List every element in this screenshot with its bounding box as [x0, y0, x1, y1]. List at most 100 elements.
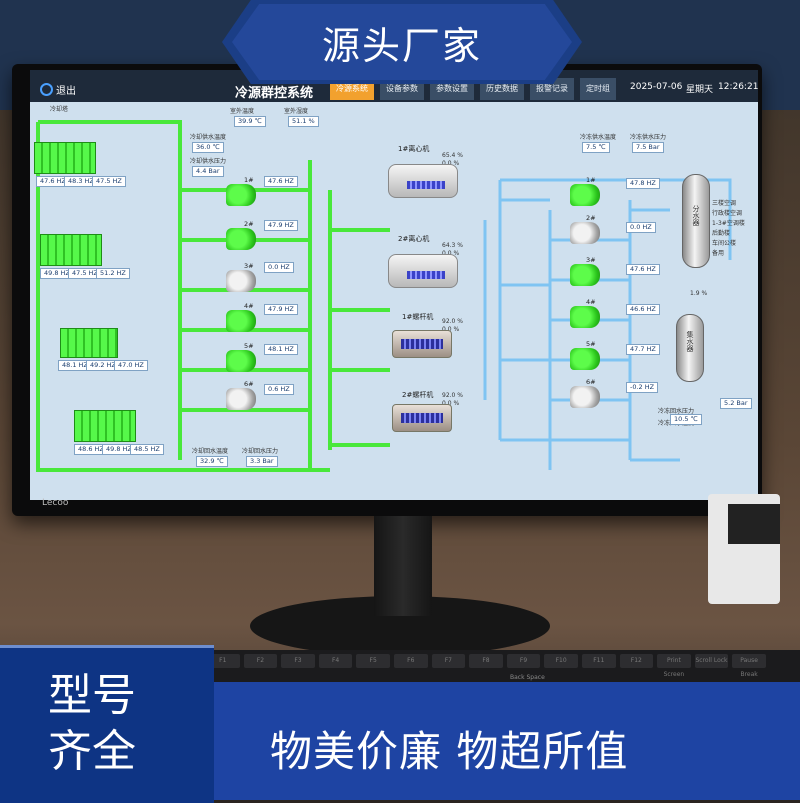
chw-pump-6-freq: -0.2 HZ	[626, 382, 659, 393]
chw-pump-4-name: 4#	[586, 298, 596, 306]
cw-supply-temp-value: 36.0 ℃	[192, 142, 224, 153]
chiller-2-sub: 0.0 %	[442, 250, 459, 257]
key-f8: F8	[469, 654, 503, 668]
chw-pump-1-name: 1#	[586, 176, 596, 184]
branch-label: 三楼空调	[712, 200, 737, 207]
cw-supply-temp-label: 冷却供水温度	[190, 134, 227, 141]
cw-pump-1-name: 1#	[244, 176, 254, 184]
cw-pump-4[interactable]	[226, 310, 256, 332]
key-f11: F11	[581, 654, 616, 668]
chw-supply-temp-label: 冷冻供水温度	[580, 134, 617, 141]
chiller-3-sub: 0.0 %	[442, 326, 460, 333]
chiller-1-name: 1#离心机	[398, 145, 430, 153]
chw-pump-2-name: 2#	[586, 214, 596, 222]
weekday: 星期天	[686, 85, 714, 95]
power-icon	[40, 83, 53, 96]
centrifugal-chiller-1[interactable]	[388, 164, 458, 198]
chw-pump-5-name: 5#	[586, 340, 596, 348]
branch-label: 1-3#空调楼	[712, 220, 745, 227]
chiller-4-load: 92.0 %	[442, 392, 463, 399]
cw-pump-2[interactable]	[226, 228, 256, 250]
cw-return-pressure-label: 冷却回水压力	[242, 448, 279, 455]
cw-pump-2-freq: 47.9 HZ	[264, 220, 298, 231]
bypass-value: 1.9 %	[690, 290, 708, 297]
cw-supply-pressure-label: 冷却供水压力	[190, 158, 227, 165]
chw-pump-4[interactable]	[570, 306, 600, 328]
monitor-brand-logo: Lecoo	[42, 498, 69, 508]
chiller-4-name: 2#螺杆机	[402, 391, 434, 399]
cooling-tower-2[interactable]	[40, 234, 102, 266]
key-print-screen: Print Screen	[657, 654, 691, 678]
system-title: 冷源群控系统	[235, 86, 314, 101]
cooling-tower-4[interactable]	[74, 410, 136, 442]
cw-pump-6-freq: 0.6 HZ	[264, 384, 294, 395]
outdoor-temp-value: 39.9 ℃	[234, 116, 266, 127]
screw-chiller-2[interactable]	[392, 404, 452, 432]
key-f2: F2	[243, 654, 278, 668]
cw-pump-6[interactable]	[226, 388, 256, 410]
key-pause-break: Pause Break	[732, 654, 766, 678]
cw-pump-4-name: 4#	[244, 302, 254, 310]
cw-pump-3-name: 3#	[244, 262, 254, 270]
chw-pump-5-freq: 47.7 HZ	[626, 344, 660, 355]
key-f7: F7	[431, 654, 466, 668]
cw-pump-1[interactable]	[226, 184, 256, 206]
chiller-2-load: 64.3 %	[442, 242, 463, 249]
key-backspace: Back Space	[510, 674, 545, 681]
chw-pump-1[interactable]	[570, 184, 600, 206]
cw-pump-5-name: 5#	[244, 342, 254, 350]
cw-return-temp-label: 冷却回水温度	[192, 448, 229, 455]
cw-supply-pressure-value: 4.4 Bar	[192, 166, 224, 177]
cw-pump-3[interactable]	[226, 270, 256, 292]
branch-label: 备用	[712, 250, 725, 257]
screw-chiller-1[interactable]	[392, 330, 452, 358]
cw-pump-5[interactable]	[226, 350, 256, 372]
chw-pump-3[interactable]	[570, 264, 600, 286]
tab-schedule[interactable]: 定时组	[580, 78, 616, 100]
chw-pump-2[interactable]	[570, 222, 600, 244]
scada-screen: 退出 冷源群控系统 冷源系统 设备参数 参数设置 历史数据 报警记录 定时组 2…	[30, 70, 758, 500]
chw-pump-6[interactable]	[570, 386, 600, 408]
chiller-3-name: 1#螺杆机	[402, 313, 434, 321]
chiller-coil	[407, 271, 445, 279]
chiller-2-name: 2#离心机	[398, 235, 430, 243]
branch-label: 后勤楼	[712, 230, 731, 237]
chw-return-pressure-label: 冷冻回水压力	[658, 408, 695, 415]
key-f3: F3	[281, 654, 315, 668]
promo-banner-text: 源头厂家	[321, 23, 482, 68]
return-header[interactable]: 集水器	[676, 314, 704, 382]
chw-pump-5[interactable]	[570, 348, 600, 370]
chw-supply-pressure-label: 冷冻供水压力	[630, 134, 667, 141]
cooling-tower-title: 冷却塔	[50, 106, 69, 113]
chw-supply-pressure-value: 7.5 Bar	[632, 142, 664, 153]
promo-corner-box	[0, 645, 214, 803]
chw-pump-1-freq: 47.8 HZ	[626, 178, 660, 189]
chw-pump-6-name: 6#	[586, 378, 596, 386]
return-header-label: 集水器	[686, 331, 694, 352]
cw-pump-3-freq: 0.0 HZ	[264, 262, 294, 273]
exit-button[interactable]: 退出	[40, 82, 76, 97]
cooling-tower-3[interactable]	[60, 328, 118, 358]
chw-pump-3-name: 3#	[586, 256, 596, 264]
promo-corner-line1: 型号	[48, 670, 136, 721]
chw-pump-3-freq: 47.6 HZ	[626, 264, 660, 275]
date: 2025-07-06	[630, 82, 683, 92]
promo-bottom-strip	[210, 682, 800, 800]
cw-pump-6-name: 6#	[244, 380, 254, 388]
chw-return-temp-value: 10.5 ℃	[670, 414, 702, 425]
key-f10: F10	[544, 654, 578, 668]
chiller-coil	[401, 339, 443, 349]
promo-corner-text: 型号 齐全	[48, 668, 178, 780]
cw-return-pressure-value: 3.3 Bar	[246, 456, 278, 467]
chw-pump-4-freq: 46.6 HZ	[626, 304, 660, 315]
chiller-4-sub: 0.0 %	[442, 400, 460, 407]
cooling-tower-1[interactable]	[34, 142, 96, 174]
tower-3-freq-c: 47.0 HZ	[114, 360, 148, 371]
promo-bottom-text: 物美价廉 物超所值	[270, 727, 629, 776]
chiller-1-sub: 0.0 %	[442, 160, 459, 167]
key-f5: F5	[356, 654, 390, 668]
supply-header[interactable]: 分水器	[682, 174, 710, 268]
key-scroll-lock: Scroll Lock	[694, 654, 729, 668]
centrifugal-chiller-2[interactable]	[388, 254, 458, 288]
branch-label: 行政楼空调	[712, 210, 743, 217]
